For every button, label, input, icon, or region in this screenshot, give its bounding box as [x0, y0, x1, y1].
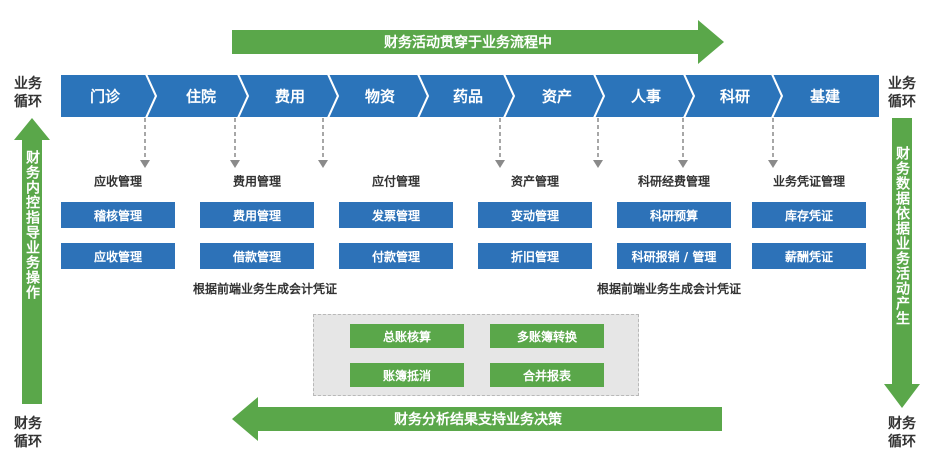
bottom-arrow-label: 财务分析结果支持业务决策 — [394, 412, 562, 428]
module-box-research-budget: 科研预算 — [617, 202, 731, 228]
top-arrow-label: 财务活动贯穿于业务流程中 — [384, 35, 552, 51]
top-flow-arrow — [232, 20, 724, 64]
process-step-assets: 资产 — [541, 87, 573, 106]
corner-top-left-line1: 业务 — [14, 76, 42, 92]
process-step-personnel: 人事 — [630, 87, 662, 106]
ledger-function-offset: 账簿抵消 — [350, 363, 464, 387]
module-box-audit: 稽核管理 — [61, 202, 175, 228]
module-title-business-voucher: 业务凭证管理 — [772, 174, 846, 189]
module-box-salary-voucher: 薪酬凭证 — [752, 243, 866, 269]
module-box-research-reimburse: 科研报销 / 管理 — [617, 243, 731, 269]
corner-bottom-right: 财务 循环 — [884, 415, 920, 451]
ledger-function-multibook: 多账簿转换 — [490, 324, 604, 348]
module-box-expense-mgmt: 费用管理 — [200, 202, 314, 228]
dashed-connectors — [140, 118, 778, 168]
module-title-receivables: 应收管理 — [93, 174, 143, 189]
corner-bottom-left-line2: 循环 — [14, 434, 42, 450]
corner-top-right-line1: 业务 — [888, 76, 916, 92]
process-step-construction: 基建 — [809, 87, 841, 106]
corner-top-right: 业务 循环 — [884, 75, 920, 111]
module-box-change: 变动管理 — [478, 202, 592, 228]
left-arrow-label: 财务内控指导业务操作 — [24, 150, 40, 300]
process-step-drugs: 药品 — [452, 87, 484, 106]
process-step-research: 科研 — [719, 87, 751, 106]
right-flow-arrow — [884, 118, 920, 408]
corner-top-right-line2: 循环 — [888, 94, 916, 110]
left-flow-arrow — [14, 118, 50, 404]
module-title-research-funds: 科研经费管理 — [637, 174, 711, 189]
ledger-function-consolidated: 合并报表 — [490, 363, 604, 387]
process-step-inpatient: 住院 — [185, 87, 217, 106]
voucher-note-right: 根据前端业务生成会计凭证 — [596, 282, 742, 296]
corner-bottom-left: 财务 循环 — [10, 415, 46, 451]
corner-bottom-right-line2: 循环 — [888, 434, 916, 450]
process-chevron-row — [60, 74, 880, 118]
module-title-payables: 应付管理 — [371, 174, 421, 189]
right-arrow-label: 财务数据依据业务活动产生 — [894, 146, 910, 326]
ledger-function-general: 总账核算 — [350, 324, 464, 348]
corner-top-left: 业务 循环 — [10, 75, 46, 111]
module-box-receivables: 应收管理 — [61, 243, 175, 269]
process-step-materials: 物资 — [364, 87, 396, 106]
voucher-note-left: 根据前端业务生成会计凭证 — [192, 282, 338, 296]
bottom-flow-arrow — [232, 397, 722, 441]
module-box-loan: 借款管理 — [200, 243, 314, 269]
corner-bottom-left-line1: 财务 — [14, 416, 42, 432]
module-title-assets: 资产管理 — [510, 174, 560, 189]
module-box-depreciation: 折旧管理 — [478, 243, 592, 269]
module-box-payment: 付款管理 — [339, 243, 453, 269]
corner-bottom-right-line1: 财务 — [888, 416, 916, 432]
corner-top-left-line2: 循环 — [14, 94, 42, 110]
module-box-inventory-voucher: 库存凭证 — [752, 202, 866, 228]
process-step-outpatient: 门诊 — [89, 87, 121, 106]
process-step-expense: 费用 — [274, 87, 306, 106]
module-box-invoice: 发票管理 — [339, 202, 453, 228]
module-title-expense: 费用管理 — [232, 174, 282, 189]
